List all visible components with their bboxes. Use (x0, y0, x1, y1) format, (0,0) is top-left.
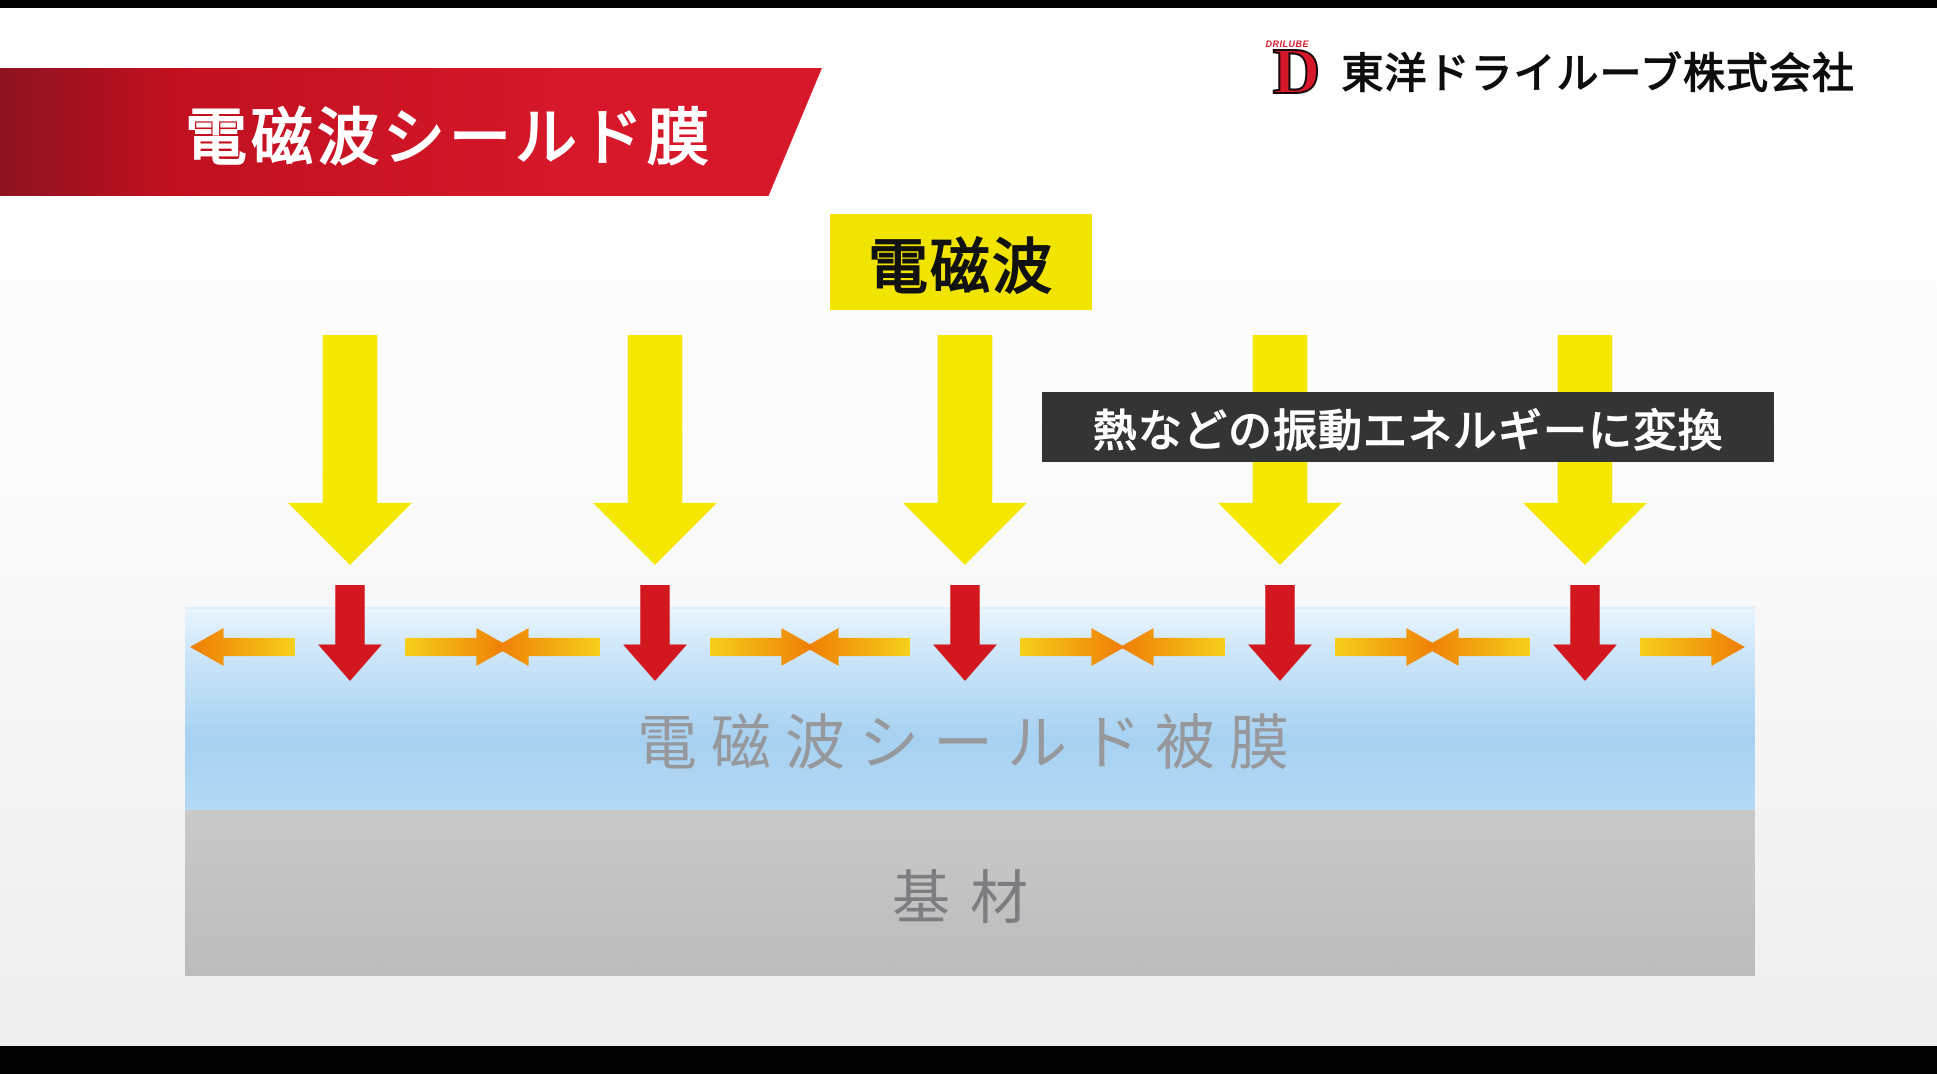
substrate-layer: 基材 (185, 810, 1755, 976)
em-wave-down-arrow-icon (903, 335, 1027, 565)
top-letterbox-bar (0, 0, 1937, 8)
em-wave-label: 電磁波 (830, 214, 1092, 310)
company-brand: DRILUBE D 東洋ドライルーブ株式会社 (1265, 35, 1855, 108)
logo-subtext: DRILUBE (1265, 39, 1310, 49)
heat-conversion-label: 熱などの振動エネルギーに変換 (1042, 392, 1774, 462)
heat-conversion-label-text: 熱などの振動エネルギーに変換 (1093, 407, 1723, 456)
title-banner: 電磁波シールド膜 (0, 68, 822, 196)
company-name: 東洋ドライルーブ株式会社 (1341, 49, 1855, 97)
em-wave-label-text: 電磁波 (868, 233, 1054, 301)
em-wave-down-arrow-icon (593, 335, 717, 565)
em-wave-down-arrow-icon (288, 335, 412, 565)
drilube-logo-icon: DRILUBE D (1265, 35, 1328, 108)
shield-film-label: 電磁波シールド被膜 (637, 710, 1303, 777)
substrate-label: 基材 (891, 866, 1048, 931)
page-title: 電磁波シールド膜 (185, 104, 714, 173)
bottom-letterbox-bar (0, 1046, 1937, 1074)
logo-letter: D (1272, 35, 1322, 108)
